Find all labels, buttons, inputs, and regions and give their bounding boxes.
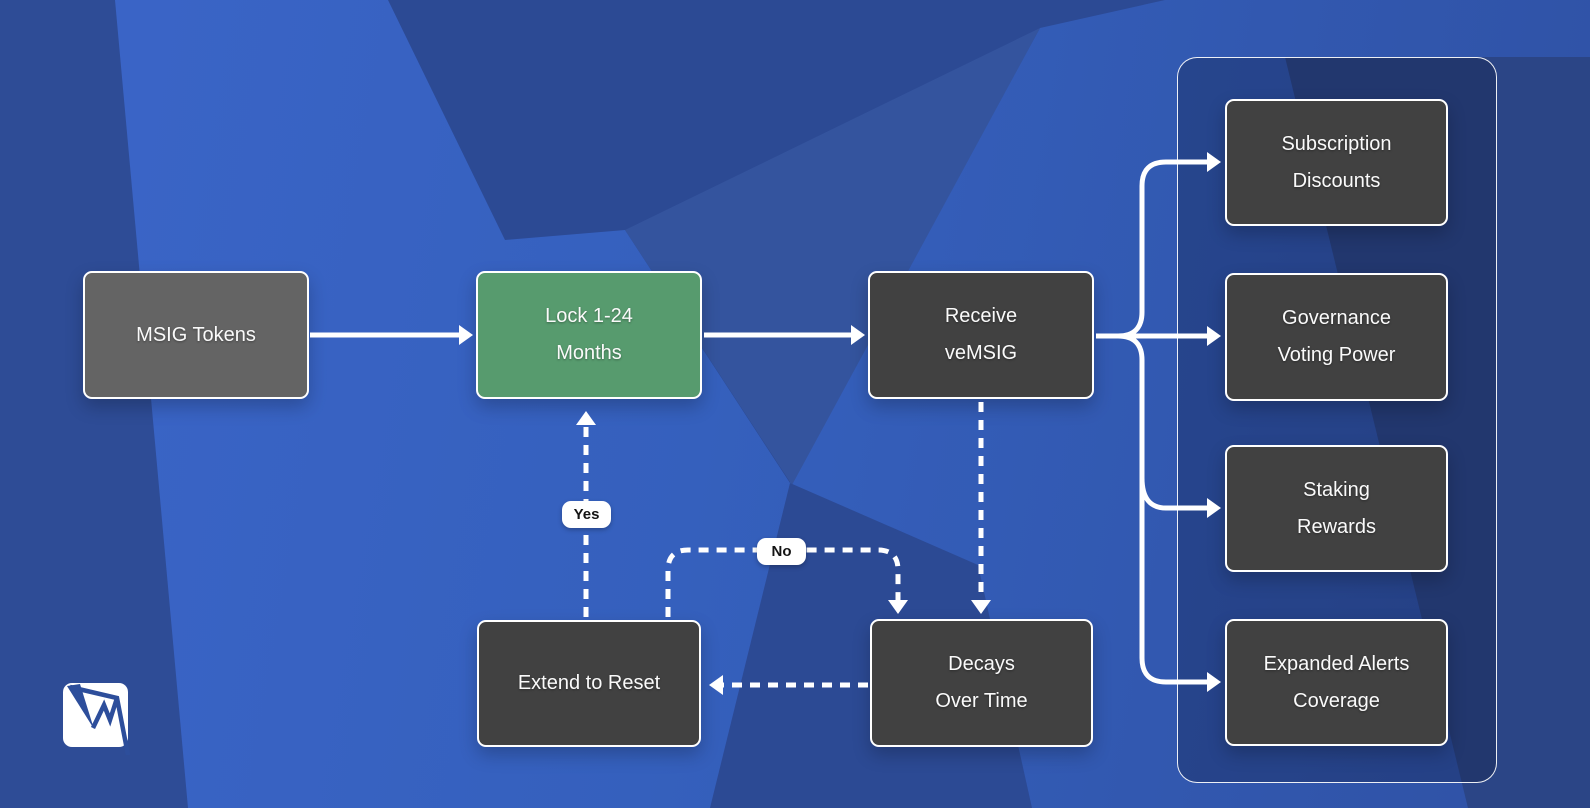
- node-receive-vemsig: Receive veMSIG: [868, 271, 1094, 399]
- lightning-bolt-icon: [67, 684, 131, 756]
- node-extend-to-reset: Extend to Reset: [477, 620, 701, 747]
- node-staking-rewards: Staking Rewards: [1225, 445, 1448, 572]
- node-label: Decays: [948, 653, 1015, 675]
- node-label: Coverage: [1293, 689, 1380, 712]
- yes-label-text: Yes: [573, 506, 600, 523]
- node-label: Extend to Reset: [517, 672, 661, 694]
- backdrop-light-triangle: [625, 28, 1040, 485]
- no-label-text: No: [771, 543, 792, 560]
- node-label: Expanded Alerts: [1263, 652, 1410, 675]
- node-label: Staking: [1303, 478, 1370, 501]
- node-label: Voting Power: [1277, 344, 1396, 366]
- node-label: Governance: [1282, 307, 1391, 329]
- decision-label-yes: Yes: [562, 501, 611, 528]
- node-label: Over Time: [935, 690, 1028, 712]
- node-label: Receive: [944, 305, 1018, 327]
- node-decays-over-time: Decays Over Time: [870, 619, 1093, 747]
- node-label: Subscription: [1281, 132, 1392, 155]
- msig-lightning-logo: [63, 683, 131, 756]
- node-subscription-discounts: Subscription Discounts: [1225, 99, 1448, 226]
- node-label: Discounts: [1292, 169, 1381, 192]
- node-label: Months: [556, 342, 622, 364]
- node-label: MSIG Tokens: [136, 323, 256, 346]
- node-governance-voting-power: Governance Voting Power: [1225, 273, 1448, 401]
- node-label: Rewards: [1297, 515, 1376, 538]
- node-label: veMSIG: [944, 342, 1018, 364]
- decision-label-no: No: [757, 538, 806, 565]
- backdrop-mountain-shape: [388, 0, 1165, 483]
- node-label: Lock 1-24: [545, 305, 633, 327]
- node-expanded-alerts-coverage: Expanded Alerts Coverage: [1225, 619, 1448, 746]
- node-lock-months: Lock 1-24 Months: [476, 271, 702, 399]
- node-msig-tokens: MSIG Tokens: [83, 271, 309, 399]
